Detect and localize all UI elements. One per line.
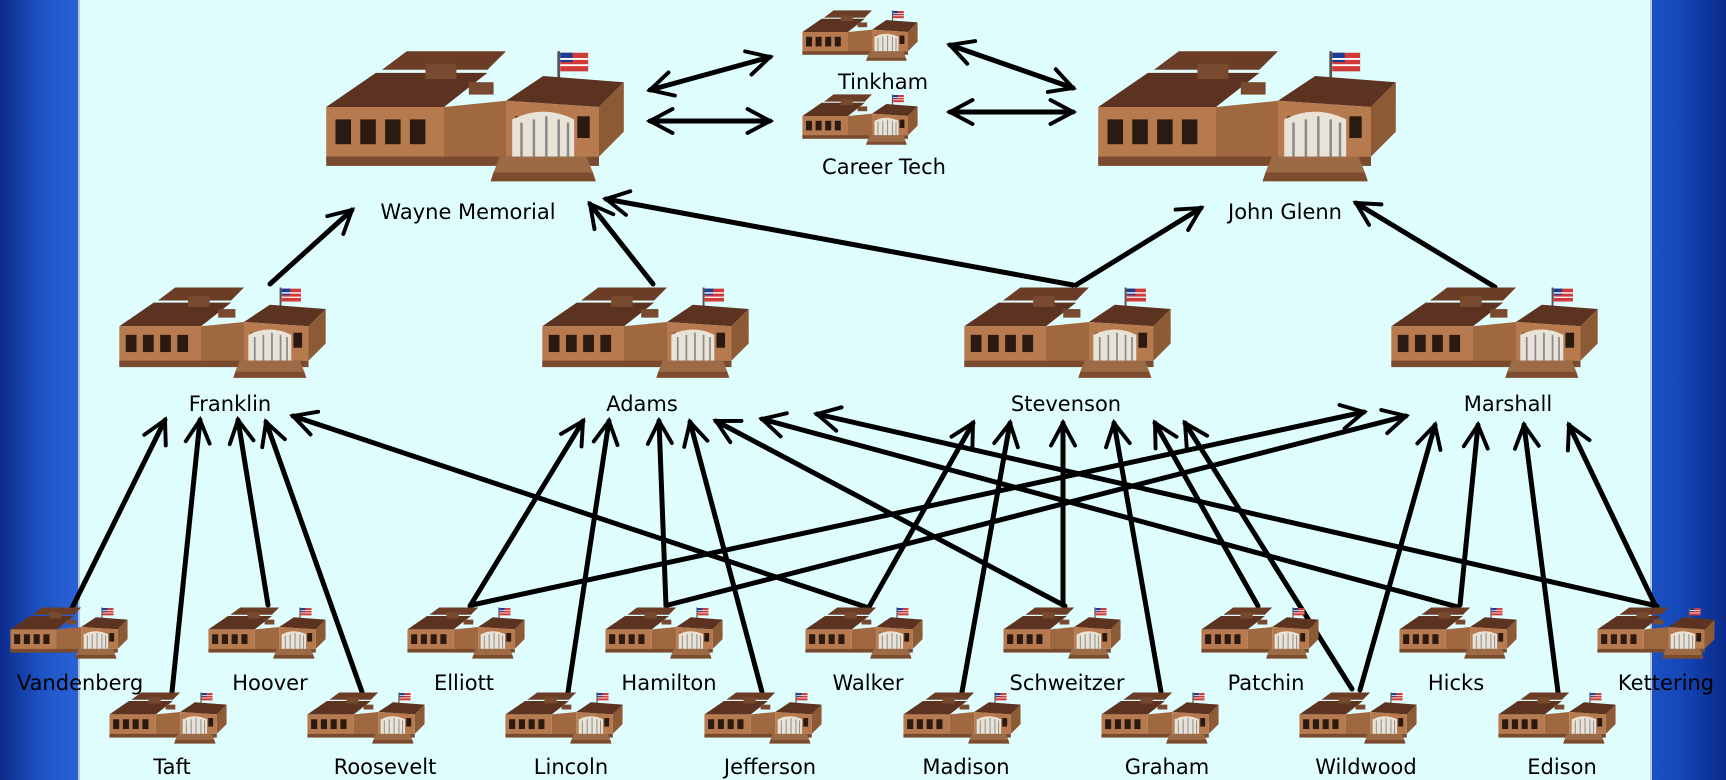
arrow-walker-stevenson [866, 419, 976, 610]
arrow-elliott-adams [467, 417, 586, 609]
arrow-walker-franklin [289, 409, 869, 610]
school-building-icon [1002, 606, 1122, 660]
label-madison: Madison [922, 755, 1009, 779]
label-roosevelt: Roosevelt [334, 755, 437, 779]
arrow-adams-wayne [587, 200, 656, 287]
arrow-edison-marshall [1512, 420, 1561, 695]
arrow-roosevelt-franklin [260, 418, 365, 695]
label-hamilton: Hamilton [621, 671, 716, 695]
arrow-wayne-tinkham [646, 49, 774, 98]
arrow-taft-franklin [169, 415, 212, 695]
arrow-hoover-franklin [227, 415, 271, 608]
label-kettering: Kettering [1618, 671, 1714, 695]
school-building-icon [1497, 691, 1617, 745]
label-john-glenn: John Glenn [1226, 200, 1342, 224]
label-stevenson: Stevenson [1011, 392, 1121, 416]
school-building-icon [541, 286, 750, 379]
school-building-icon [504, 691, 624, 745]
school-building-icon [804, 606, 924, 660]
school-building-icon [801, 9, 919, 62]
arrow-marshall-glenn [1352, 200, 1498, 290]
arrow-wildwood-marshall [1357, 421, 1443, 693]
label-patchin: Patchin [1228, 671, 1305, 695]
arrow-hamilton-marshall [665, 408, 1411, 608]
label-wayne-memorial: Wayne Memorial [380, 200, 555, 224]
school-building-icon [306, 691, 426, 745]
arrow-stevenson-glenn [1073, 205, 1205, 288]
label-hicks: Hicks [1428, 671, 1484, 695]
school-building-icon [902, 691, 1022, 745]
label-career-tech: Career Tech [822, 155, 946, 179]
school-building-icon [1390, 286, 1599, 379]
arrow-tinkham-glenn [946, 39, 1077, 94]
label-elliott: Elliott [434, 671, 494, 695]
arrow-jefferson-adams [682, 417, 765, 695]
school-building-icon [963, 286, 1172, 379]
school-building-icon [1100, 691, 1220, 745]
arrow-vandenberg-franklin [69, 416, 168, 611]
arrow-madison-stevenson [959, 418, 1020, 695]
label-adams: Adams [606, 392, 678, 416]
label-marshall: Marshall [1464, 392, 1552, 416]
arrow-kettering-marshall [1565, 421, 1658, 608]
school-building-icon [801, 93, 919, 146]
label-edison: Edison [1527, 755, 1597, 779]
label-schweitzer: Schweitzer [1010, 671, 1125, 695]
label-jefferson: Jefferson [722, 755, 816, 779]
school-building-icon [324, 49, 626, 183]
arrow-hicks-adams [757, 411, 1461, 610]
school-building-icon [9, 606, 129, 660]
label-lincoln: Lincoln [534, 755, 608, 779]
school-building-icon [406, 606, 526, 660]
label-franklin: Franklin [189, 392, 272, 416]
school-building-icon [1200, 606, 1320, 660]
label-wildwood: Wildwood [1315, 755, 1417, 779]
school-building-icon [1398, 606, 1518, 660]
arrow-franklin-wayne [267, 207, 356, 287]
school-building-icon [118, 286, 327, 379]
label-walker: Walker [832, 671, 903, 695]
school-building-icon [703, 691, 823, 745]
school-building-icon [108, 691, 228, 745]
arrow-elliott-marshall [469, 403, 1369, 608]
school-building-icon [1096, 49, 1398, 183]
school-building-icon [207, 606, 327, 660]
label-tinkham: Tinkham [837, 70, 928, 94]
label-taft: Taft [152, 755, 190, 779]
arrow-lincoln-adams [565, 416, 620, 695]
school-building-icon [604, 606, 724, 660]
label-graham: Graham [1125, 755, 1209, 779]
school-building-icon [1596, 606, 1716, 660]
school-building-icon [1298, 691, 1418, 745]
label-hoover: Hoover [232, 671, 308, 695]
arrow-graham-stevenson [1104, 418, 1164, 695]
arrow-hamilton-adams [645, 416, 674, 609]
arrow-hicks-marshall [1457, 420, 1490, 608]
label-vandenberg: Vandenberg [17, 671, 143, 695]
arrow-stevenson-wayne [601, 189, 1076, 288]
